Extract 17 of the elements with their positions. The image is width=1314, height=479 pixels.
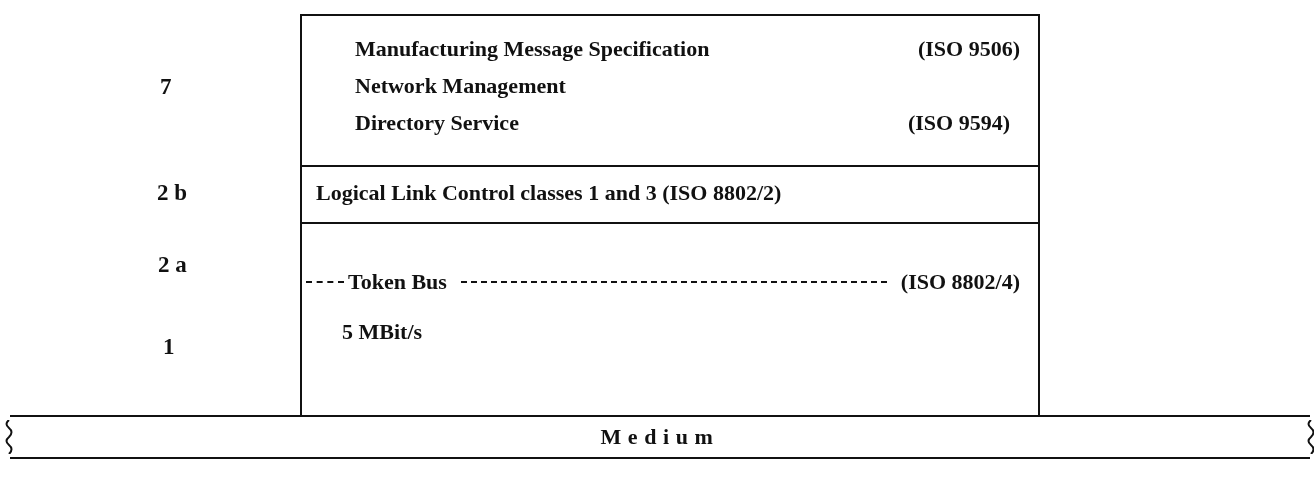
layer-box: [300, 14, 1040, 167]
layer-text: Manufacturing Message Specification: [355, 36, 710, 62]
layer-text: Directory Service: [355, 110, 519, 136]
layer-text: (ISO 9594): [907, 110, 1010, 136]
layer-number: 2 b: [157, 180, 188, 206]
layer-number: 1: [163, 334, 175, 360]
layer-text: 5 MBit/s: [342, 319, 423, 345]
layer-number: 2 a: [158, 252, 187, 278]
layer-text: Network Management: [355, 73, 566, 99]
layer-box: [300, 222, 1040, 417]
band-text: Medium: [600, 424, 720, 450]
layer-text: (ISO 8802/4): [900, 269, 1020, 295]
layer-text: (ISO 9506): [917, 36, 1020, 62]
layer-text: Logical Link Control classes 1 and 3 (ISO 8802/2): [316, 180, 782, 206]
layer-text: Token Bus: [348, 269, 447, 295]
layer-number: 7: [160, 74, 172, 100]
layer-box: [300, 165, 1040, 224]
